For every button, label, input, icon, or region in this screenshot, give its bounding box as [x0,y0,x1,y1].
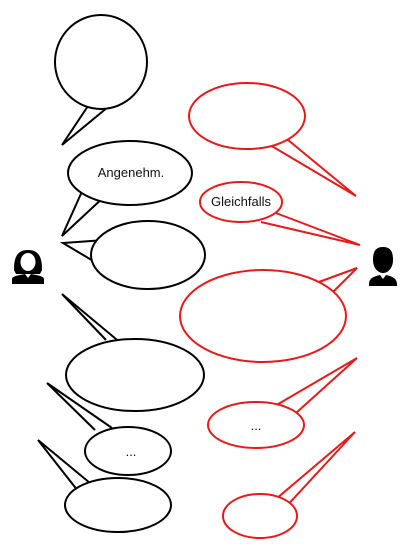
man-user-icon [369,247,397,286]
left-bubble-2-text: Angenehm. [98,165,165,180]
right-bubble-2-text: Gleichfalls [211,194,271,209]
woman-user-icon [12,250,44,284]
left-bubble-6 [37,439,172,533]
left-bubble-3 [59,220,206,290]
left-bubble-5-text: ... [126,444,137,459]
left-bubble-5: ... [46,382,172,476]
right-bubble-4: ... [207,357,358,449]
right-bubble-1 [188,82,357,197]
left-bubble-1 [54,14,148,146]
left-bubble-2: Angenehm. [61,140,193,237]
right-bubble-5 [222,431,356,539]
left-bubble-4 [61,293,205,412]
right-bubble-2: Gleichfalls [199,181,361,246]
right-bubble-3 [179,267,358,363]
right-bubble-4-text: ... [251,418,262,433]
